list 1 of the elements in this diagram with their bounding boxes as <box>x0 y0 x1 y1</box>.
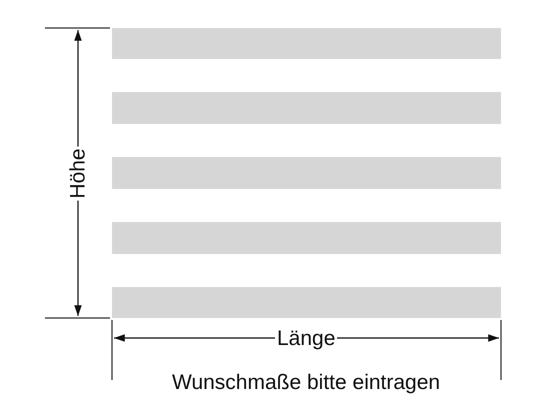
dimension-label: Länge <box>275 328 338 348</box>
